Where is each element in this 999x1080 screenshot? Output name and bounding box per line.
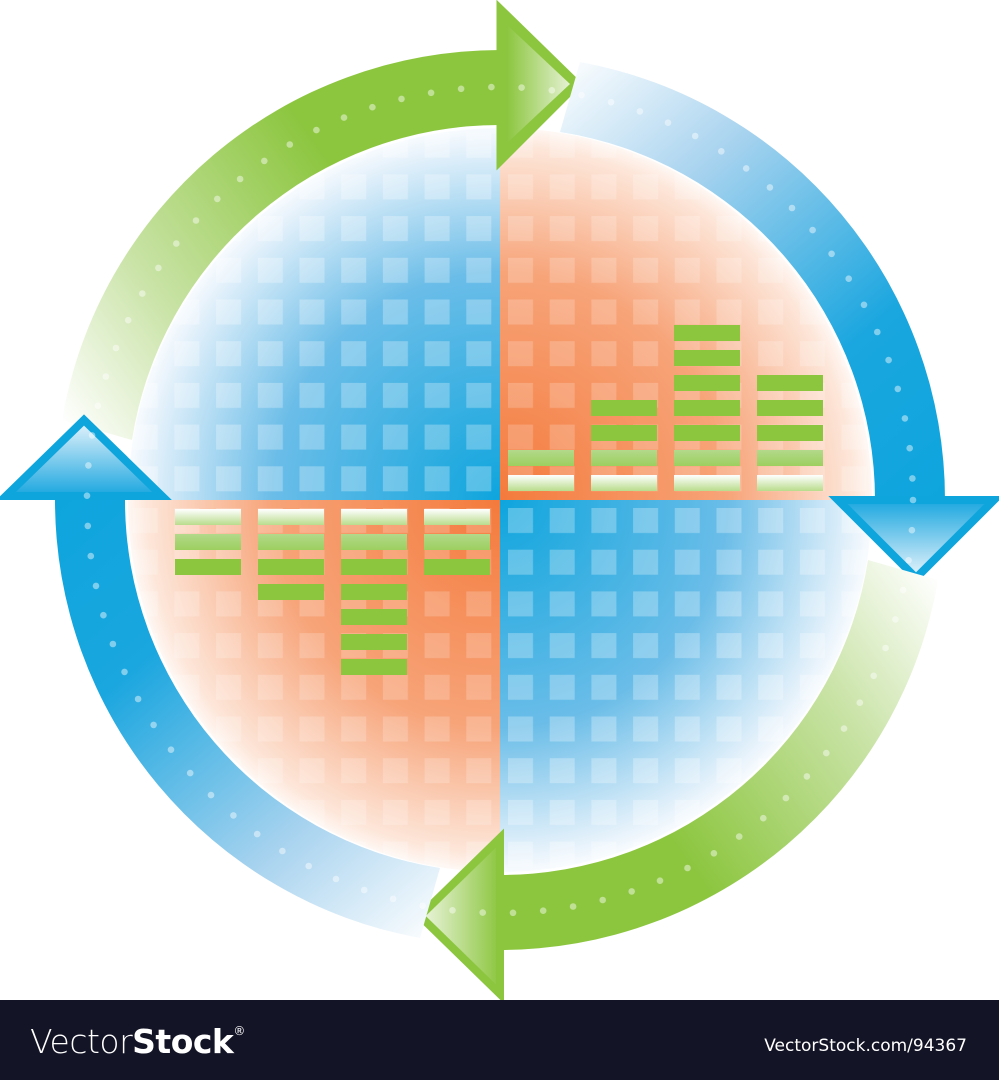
bar-segment bbox=[674, 400, 740, 416]
bar-graph-down bbox=[175, 509, 490, 675]
bar-segment bbox=[674, 325, 740, 341]
bar-segment bbox=[757, 400, 823, 416]
bar-segment bbox=[591, 475, 657, 491]
registered-mark: ® bbox=[233, 1024, 245, 1038]
bar-segment bbox=[175, 509, 241, 525]
arrowhead-up-icon bbox=[0, 414, 172, 500]
bar-segment bbox=[424, 559, 490, 575]
watermark-footer: VectorStock® VectorStock.com/94367 bbox=[0, 1000, 999, 1080]
bar-segment bbox=[175, 534, 241, 550]
bar-segment bbox=[341, 509, 407, 525]
bar-segment bbox=[258, 534, 324, 550]
arrowhead-down-icon bbox=[828, 496, 999, 584]
image-reference: VectorStock.com/94367 bbox=[764, 1036, 967, 1056]
bar-segment bbox=[341, 559, 407, 575]
cycle-diagram bbox=[0, 0, 999, 1000]
bar-segment bbox=[591, 425, 657, 441]
bar-segment bbox=[341, 584, 407, 600]
bar-segment bbox=[591, 450, 657, 466]
bar-segment bbox=[757, 475, 823, 491]
brand-logo: VectorStock® bbox=[30, 1022, 245, 1061]
bar-graph-up bbox=[508, 325, 823, 491]
bar-segment bbox=[674, 425, 740, 441]
arrow-right-blue bbox=[560, 62, 999, 584]
brand-light: Vector bbox=[30, 1022, 133, 1061]
bar-segment bbox=[341, 534, 407, 550]
bar-segment bbox=[258, 559, 324, 575]
bar-segment bbox=[674, 350, 740, 366]
arrow-bottom-green bbox=[414, 560, 938, 1000]
bar-segment bbox=[341, 609, 407, 625]
bar-segment bbox=[757, 375, 823, 391]
brand-bold: Stock bbox=[132, 1022, 234, 1061]
bar-segment bbox=[508, 475, 574, 491]
bar-segment bbox=[674, 475, 740, 491]
arrowhead-left-icon bbox=[414, 828, 504, 1000]
bar-segment bbox=[674, 375, 740, 391]
bar-segment bbox=[341, 634, 407, 650]
bar-segment bbox=[258, 509, 324, 525]
arrow-left-blue bbox=[0, 414, 440, 938]
arrow-top-green bbox=[62, 0, 583, 440]
bar-segment bbox=[591, 400, 657, 416]
bar-segment bbox=[175, 559, 241, 575]
bar-segment bbox=[508, 450, 574, 466]
bar-segment bbox=[424, 509, 490, 525]
bar-segment bbox=[341, 659, 407, 675]
dotted-track bbox=[83, 83, 917, 917]
bar-segment bbox=[674, 450, 740, 466]
bar-segment bbox=[258, 584, 324, 600]
bar-segment bbox=[757, 450, 823, 466]
quadrant-bottom-right bbox=[500, 500, 872, 872]
bar-segment bbox=[757, 425, 823, 441]
bar-segment bbox=[424, 534, 490, 550]
